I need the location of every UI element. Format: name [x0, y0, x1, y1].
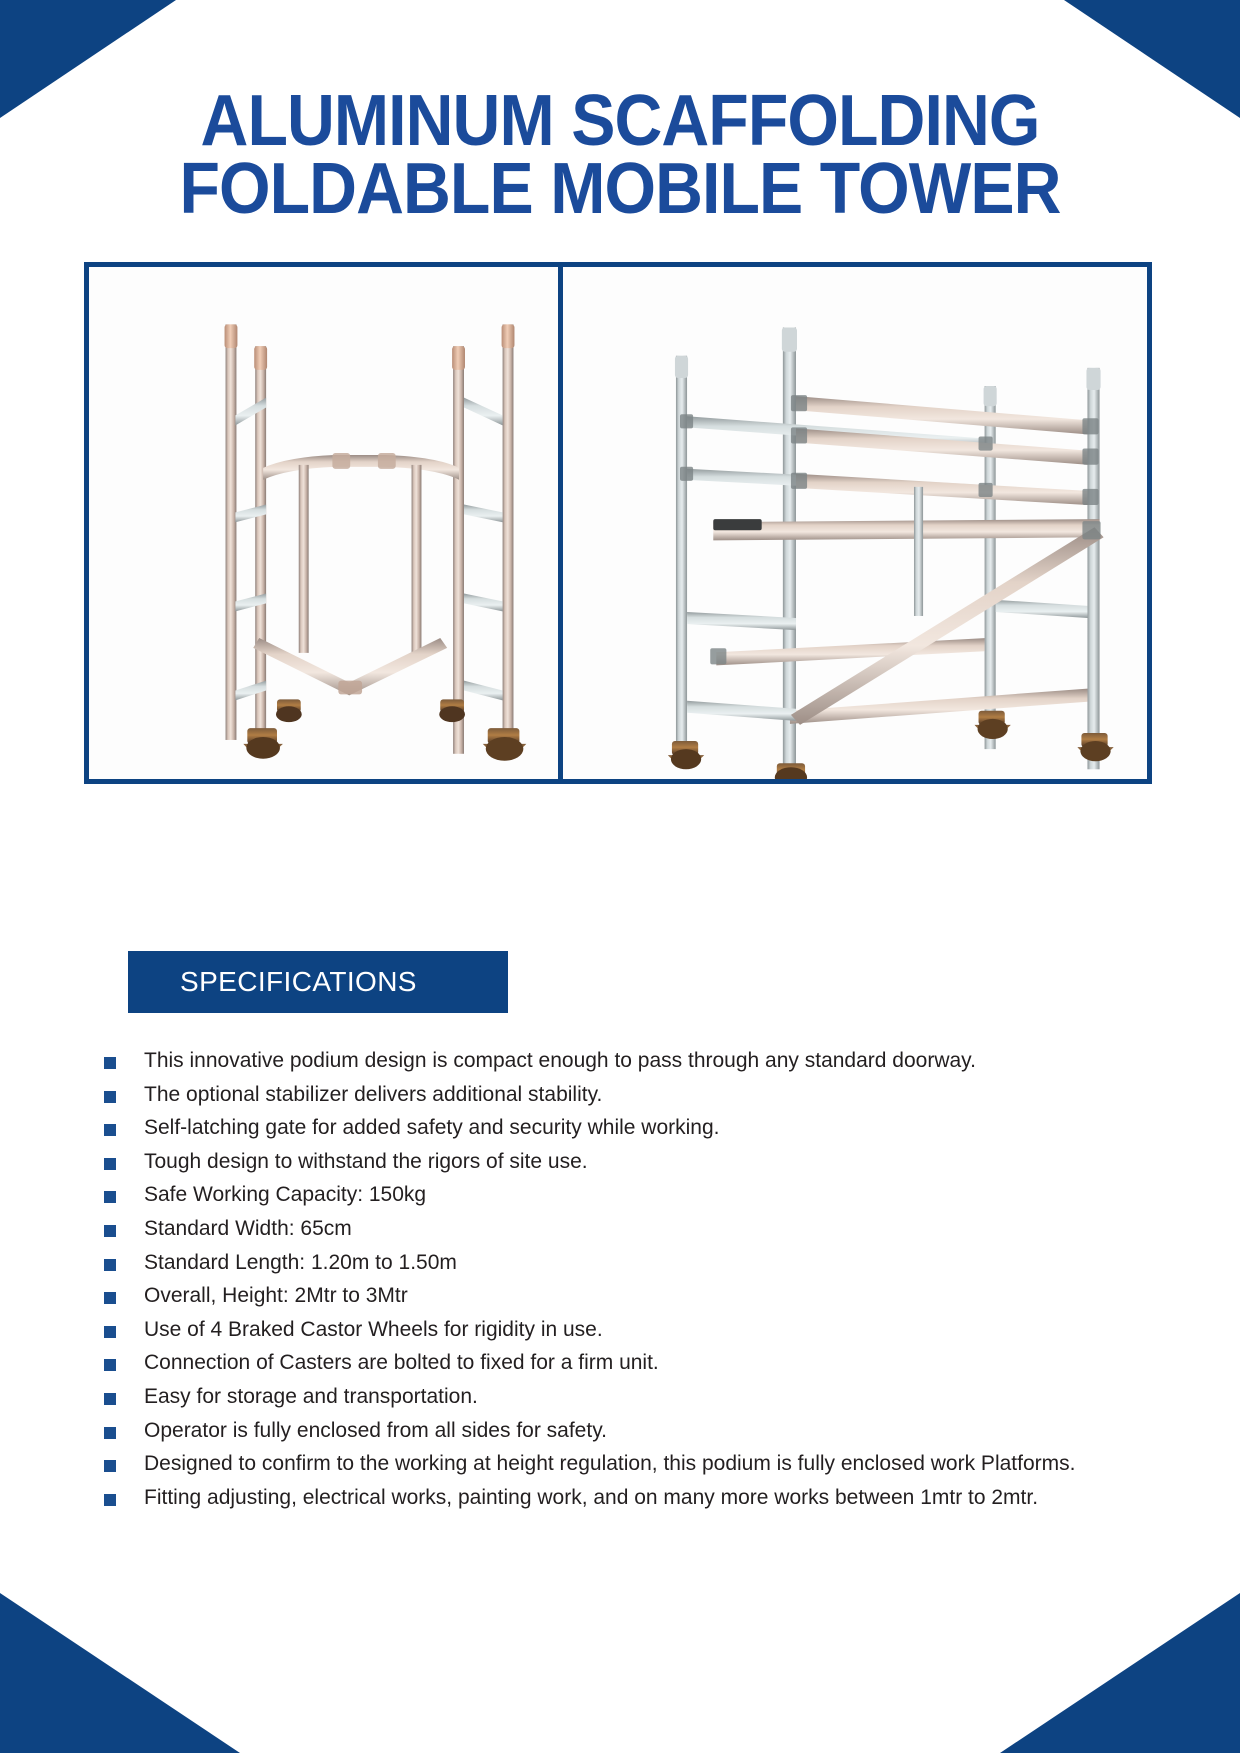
list-item: Designed to confirm to the working at he…: [104, 1451, 1114, 1485]
list-item-text: Use of 4 Braked Castor Wheels for rigidi…: [144, 1317, 603, 1341]
list-item-text: Operator is fully enclosed from all side…: [144, 1418, 607, 1442]
square-bullet-icon: [104, 1191, 116, 1204]
list-item: This innovative podium design is compact…: [104, 1048, 1114, 1082]
corner-wedge-bottom-left: [0, 1593, 240, 1753]
list-item: Fitting adjusting, electrical works, pai…: [104, 1485, 1114, 1519]
list-item: Self-latching gate for added safety and …: [104, 1115, 1114, 1149]
specifications-list: This innovative podium design is compact…: [104, 1048, 1114, 1518]
list-item-text: Connection of Casters are bolted to fixe…: [144, 1351, 659, 1375]
square-bullet-icon: [104, 1157, 116, 1170]
list-item-text: Easy for storage and transportation.: [144, 1384, 478, 1408]
list-item-text: Fitting adjusting, electrical works, pai…: [144, 1485, 1039, 1509]
square-bullet-icon: [104, 1124, 116, 1137]
list-item-text: The optional stabilizer delivers additio…: [144, 1082, 603, 1106]
square-bullet-icon: [104, 1292, 116, 1305]
list-item: Connection of Casters are bolted to fixe…: [104, 1350, 1114, 1384]
list-item: Safe Working Capacity: 150kg: [104, 1182, 1114, 1216]
list-item-text: Designed to confirm to the working at he…: [144, 1452, 1076, 1476]
list-item-text: Standard Length: 1.20m to 1.50m: [144, 1250, 457, 1274]
page-title-line-2: FOLDABLE MOBILE TOWER: [179, 148, 1061, 229]
square-bullet-icon: [104, 1258, 116, 1271]
list-item-text: Tough design to withstand the rigors of …: [144, 1149, 588, 1173]
assembled-tower-illustration: [563, 267, 1147, 779]
square-bullet-icon: [104, 1493, 116, 1506]
folded-frame-illustration: [89, 267, 558, 774]
list-item: Use of 4 Braked Castor Wheels for rigidi…: [104, 1317, 1114, 1351]
square-bullet-icon: [104, 1426, 116, 1439]
list-item-text: Self-latching gate for added safety and …: [144, 1116, 720, 1140]
corner-wedge-top-left: [0, 0, 176, 118]
list-item: Operator is fully enclosed from all side…: [104, 1418, 1114, 1452]
corner-wedge-bottom-right: [1000, 1593, 1240, 1753]
square-bullet-icon: [104, 1057, 116, 1069]
square-bullet-icon: [104, 1359, 116, 1372]
list-item: The optional stabilizer delivers additio…: [104, 1082, 1114, 1116]
list-item: Tough design to withstand the rigors of …: [104, 1149, 1114, 1183]
corner-wedge-top-right: [1064, 0, 1240, 118]
square-bullet-icon: [104, 1325, 116, 1338]
list-item: Standard Length: 1.20m to 1.50m: [104, 1250, 1114, 1284]
list-item-text: Standard Width: 65cm: [144, 1216, 352, 1240]
list-item-text: Overall, Height: 2Mtr to 3Mtr: [144, 1284, 408, 1308]
page-title: ALUMINUM SCAFFOLDING FOLDABLE MOBILE TOW…: [0, 81, 1240, 229]
square-bullet-icon: [104, 1460, 116, 1473]
page-title-line-1: ALUMINUM SCAFFOLDING: [200, 81, 1041, 161]
product-image-gallery: [84, 262, 1152, 784]
list-item-text: This innovative podium design is compact…: [144, 1049, 976, 1072]
folded-frame-photo: [89, 267, 563, 779]
square-bullet-icon: [104, 1224, 116, 1237]
list-item: Easy for storage and transportation.: [104, 1384, 1114, 1418]
assembled-tower-photo: [563, 267, 1147, 779]
square-bullet-icon: [104, 1090, 116, 1103]
square-bullet-icon: [104, 1392, 116, 1405]
specifications-heading: SPECIFICATIONS: [180, 966, 417, 997]
list-item-text: Safe Working Capacity: 150kg: [144, 1183, 427, 1207]
specifications-banner: SPECIFICATIONS: [128, 951, 508, 1013]
list-item: Overall, Height: 2Mtr to 3Mtr: [104, 1283, 1114, 1317]
list-item: Standard Width: 65cm: [104, 1216, 1114, 1250]
